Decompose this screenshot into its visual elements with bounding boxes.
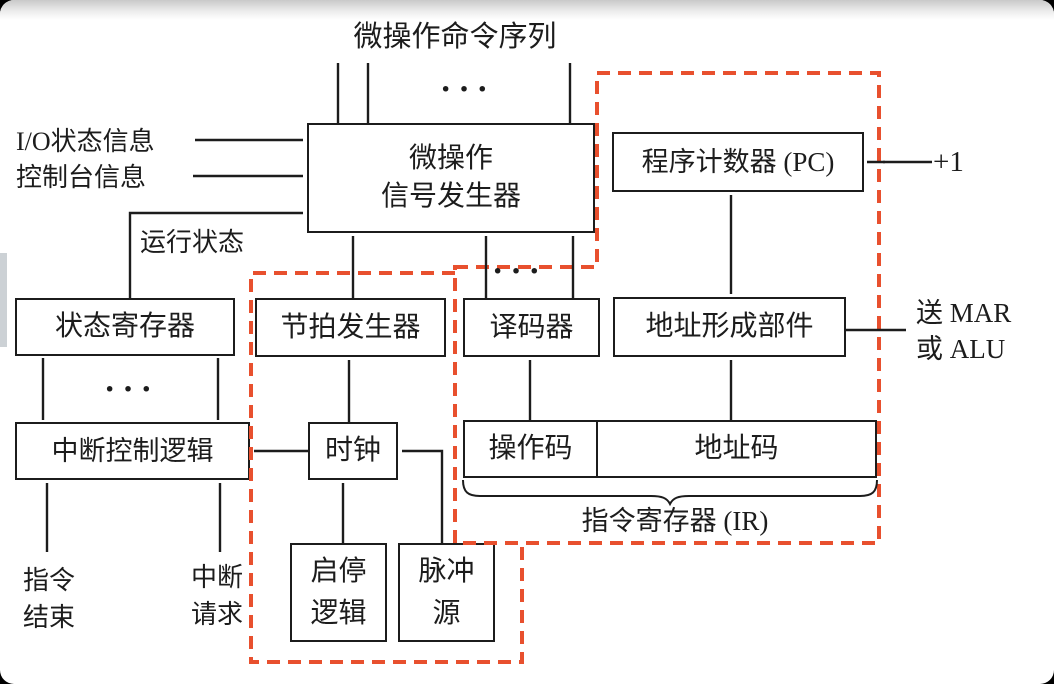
- start-stop-line2: 逻辑: [310, 597, 367, 629]
- address-former-label: 地址形成部件: [645, 311, 814, 342]
- label-instr-end: 指令 结束: [18, 562, 80, 636]
- box-program-counter: 程序计数器 (PC): [612, 132, 864, 192]
- pulse-source-line2: 源: [432, 597, 461, 629]
- label-to-mar: 送 MAR: [916, 298, 1012, 328]
- start-stop-line1: 启停: [310, 555, 367, 587]
- box-address-former: 地址形成部件: [613, 297, 846, 357]
- micro-op-generator-line2: 信号发生器: [380, 181, 521, 212]
- top-gradient-band: [0, 0, 1054, 20]
- ellipsis-decoder-outputs: ···: [492, 253, 548, 290]
- box-micro-op-signal-generator: 微操作 信号发生器: [307, 123, 595, 233]
- status-register-label: 状态寄存器: [54, 311, 195, 342]
- address-code-label: 地址码: [694, 433, 779, 464]
- decoder-label: 译码器: [489, 311, 574, 343]
- dashed-region-instruction-part: [453, 71, 881, 545]
- interrupt-control-label: 中断控制逻辑: [51, 436, 214, 466]
- box-clock: 时钟: [308, 422, 398, 480]
- box-status-register: 状态寄存器: [15, 298, 235, 356]
- box-pulse-source: 脉冲 源: [398, 543, 495, 642]
- int-request-line1: 中断: [190, 563, 243, 592]
- label-run-state: 运行状态: [140, 228, 245, 257]
- label-int-request: 中断 请求: [186, 559, 248, 633]
- box-beat-generator: 节拍发生器: [255, 298, 446, 357]
- ir-underbrace: [462, 479, 878, 507]
- int-request-line2: 请求: [190, 600, 243, 629]
- instr-end-line2: 结束: [22, 603, 75, 632]
- program-counter-label: 程序计数器 (PC): [641, 147, 835, 177]
- label-plus-one: +1: [933, 146, 964, 178]
- label-instruction-register: 指令寄存器 (IR): [581, 506, 769, 536]
- micro-op-generator-line1: 微操作: [408, 143, 493, 174]
- left-edge-artifact: [0, 253, 7, 347]
- box-address-code-field: 地址码: [596, 420, 877, 478]
- label-console-info: 控制台信息: [16, 163, 147, 192]
- ellipsis-interrupt-outputs: ···: [104, 371, 160, 408]
- arrow-pulse-to-clock: [402, 449, 444, 543]
- instr-end-line1: 指令: [22, 566, 75, 595]
- arrow-run-state-in: [128, 211, 303, 298]
- beat-generator-label: 节拍发生器: [280, 311, 421, 343]
- box-decoder: 译码器: [463, 298, 600, 357]
- label-io-status: I/O状态信息: [16, 127, 155, 156]
- clock-label: 时钟: [324, 435, 381, 466]
- ellipsis-top: ···: [440, 71, 496, 108]
- label-or-alu: 或 ALU: [916, 334, 1006, 364]
- box-start-stop-logic: 启停 逻辑: [290, 543, 387, 642]
- box-interrupt-control-logic: 中断控制逻辑: [15, 422, 250, 480]
- box-opcode-field: 操作码: [463, 420, 598, 478]
- title-micro-op-sequence: 微操作命令序列: [353, 21, 557, 53]
- pulse-source-line1: 脉冲: [418, 555, 475, 587]
- dashed-region-timing-part: [249, 271, 524, 664]
- opcode-label: 操作码: [488, 433, 573, 464]
